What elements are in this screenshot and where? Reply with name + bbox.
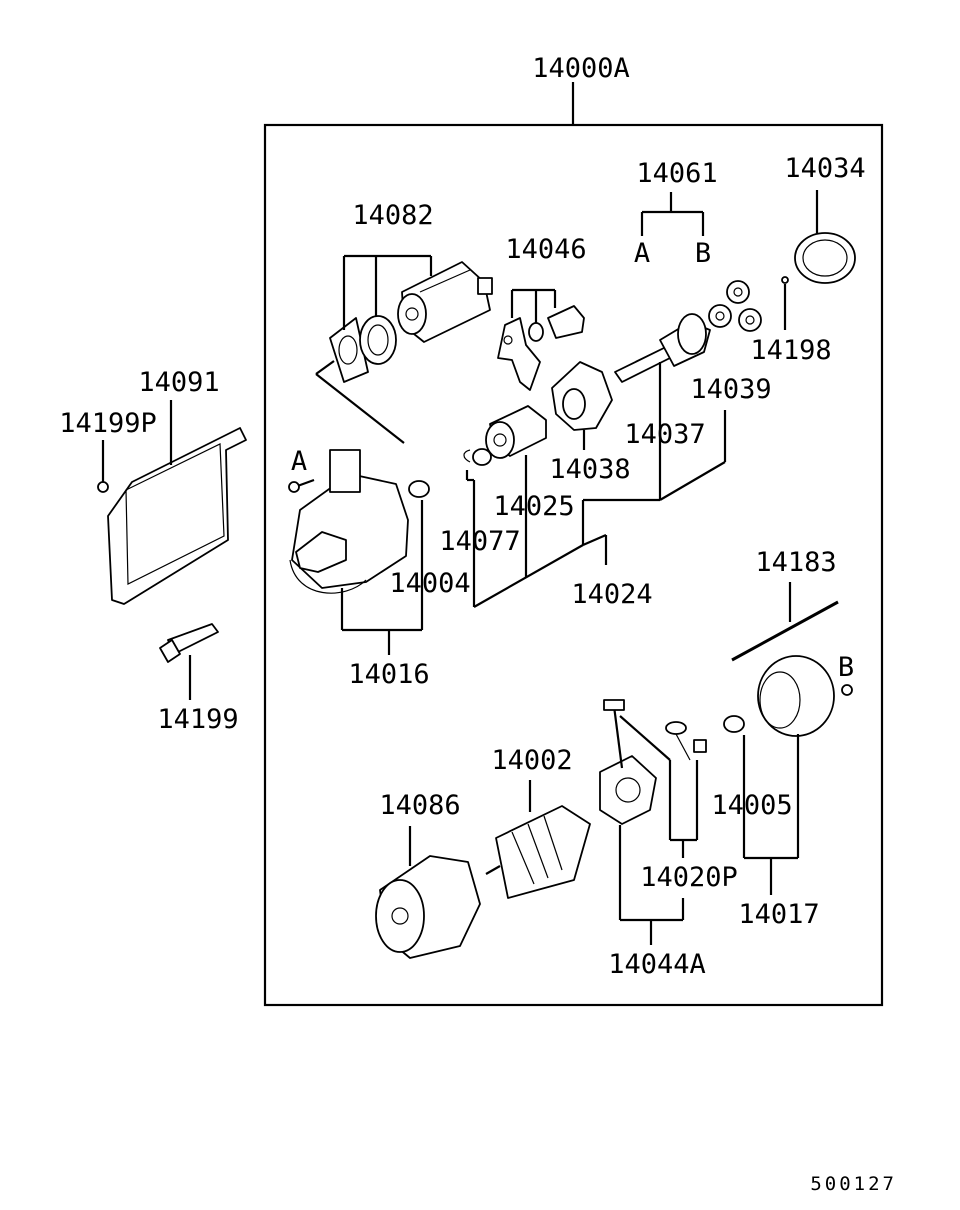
label-14183: 14183 — [755, 547, 836, 578]
label-14017: 14017 — [738, 899, 819, 930]
label-14046: 14046 — [505, 234, 586, 265]
label-14002: 14002 — [491, 745, 572, 776]
marker-a-top: A — [634, 238, 650, 269]
shift-lever-set — [497, 305, 585, 391]
label-14004: 14004 — [389, 568, 470, 599]
heat-shield-bracket — [107, 427, 247, 605]
label-14016: 14016 — [348, 659, 429, 690]
stop-ring — [472, 448, 492, 466]
through-bolt — [731, 600, 839, 662]
small-ball — [781, 276, 789, 284]
pinion-clutch — [485, 405, 547, 459]
label-14005: 14005 — [711, 790, 792, 821]
reference-number: 500127 — [810, 1173, 897, 1195]
marker-b-right: B — [838, 652, 854, 683]
leader-lines — [101, 190, 819, 945]
solenoid-gasket-plate — [329, 317, 369, 383]
brush-spring — [665, 721, 707, 761]
label-14020P: 14020P — [640, 862, 738, 893]
label-14199: 14199 — [157, 704, 238, 735]
long-flange-bolt — [159, 623, 219, 663]
brush-holder — [599, 699, 657, 825]
label-14077: 14077 — [439, 526, 520, 557]
label-14034: 14034 — [784, 153, 865, 184]
solenoid-switch — [397, 261, 493, 343]
armature — [485, 805, 591, 899]
front-housing — [289, 449, 409, 594]
gear-bracket — [551, 361, 613, 431]
label-14025: 14025 — [493, 491, 574, 522]
bracket-bolt-small — [97, 481, 109, 493]
internal-gear-ring — [794, 232, 856, 284]
label-14037: 14037 — [624, 419, 705, 450]
label-14061: 14061 — [636, 158, 717, 189]
thrust-washer — [723, 715, 745, 733]
label-14082: 14082 — [352, 200, 433, 231]
planetary-gears — [708, 280, 762, 332]
label-14086: 14086 — [379, 790, 460, 821]
snap-ring — [463, 449, 471, 463]
a-bolt — [288, 478, 315, 493]
yoke-assembly — [375, 855, 481, 959]
label-14199P: 14199P — [59, 408, 157, 439]
label-14038: 14038 — [549, 454, 630, 485]
planetary-shaft — [614, 313, 711, 383]
rear-end-cover — [757, 655, 835, 737]
label-14039: 14039 — [690, 374, 771, 405]
label-14198: 14198 — [750, 335, 831, 366]
label-14024: 14024 — [571, 579, 652, 610]
b-screw — [841, 684, 853, 696]
solenoid-gasket-ring — [359, 315, 397, 365]
label-14000A: 14000A — [532, 53, 630, 84]
label-14044A: 14044A — [608, 949, 706, 980]
label-14091: 14091 — [138, 367, 219, 398]
marker-b-top: B — [695, 238, 711, 269]
bushing — [408, 480, 430, 498]
marker-a-left: A — [291, 446, 307, 477]
